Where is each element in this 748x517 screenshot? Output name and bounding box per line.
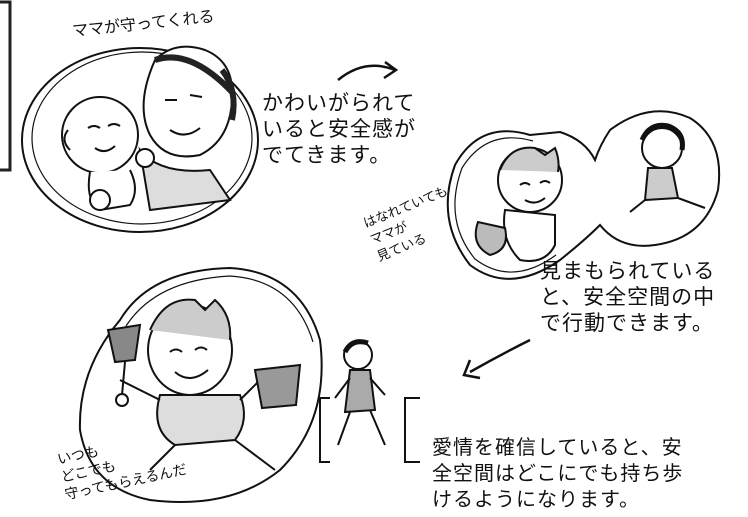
right-bracket: [404, 397, 420, 463]
bubble-1: [21, 47, 259, 233]
arrow-2: [469, 338, 531, 374]
bubble-2: [446, 110, 721, 280]
caption-second: 見まもられている と、安全空間の中 で行動できます。: [540, 259, 716, 335]
scene-two-bubbles: [446, 110, 721, 280]
bubble-3: [78, 266, 323, 503]
arrow-1: [337, 64, 396, 81]
scene-walking-child: [319, 339, 420, 463]
left-edge-mark: [0, 0, 12, 172]
scene-running-child: [78, 266, 323, 503]
left-bracket: [319, 397, 330, 463]
caption-third: 愛情を確信していると、安 全空間はどこにでも持ち歩 けるようになります。: [432, 435, 684, 511]
scene-mother-baby: [21, 45, 259, 233]
caption-first: かわいがられて いると安全感が でてきます。: [262, 91, 416, 167]
